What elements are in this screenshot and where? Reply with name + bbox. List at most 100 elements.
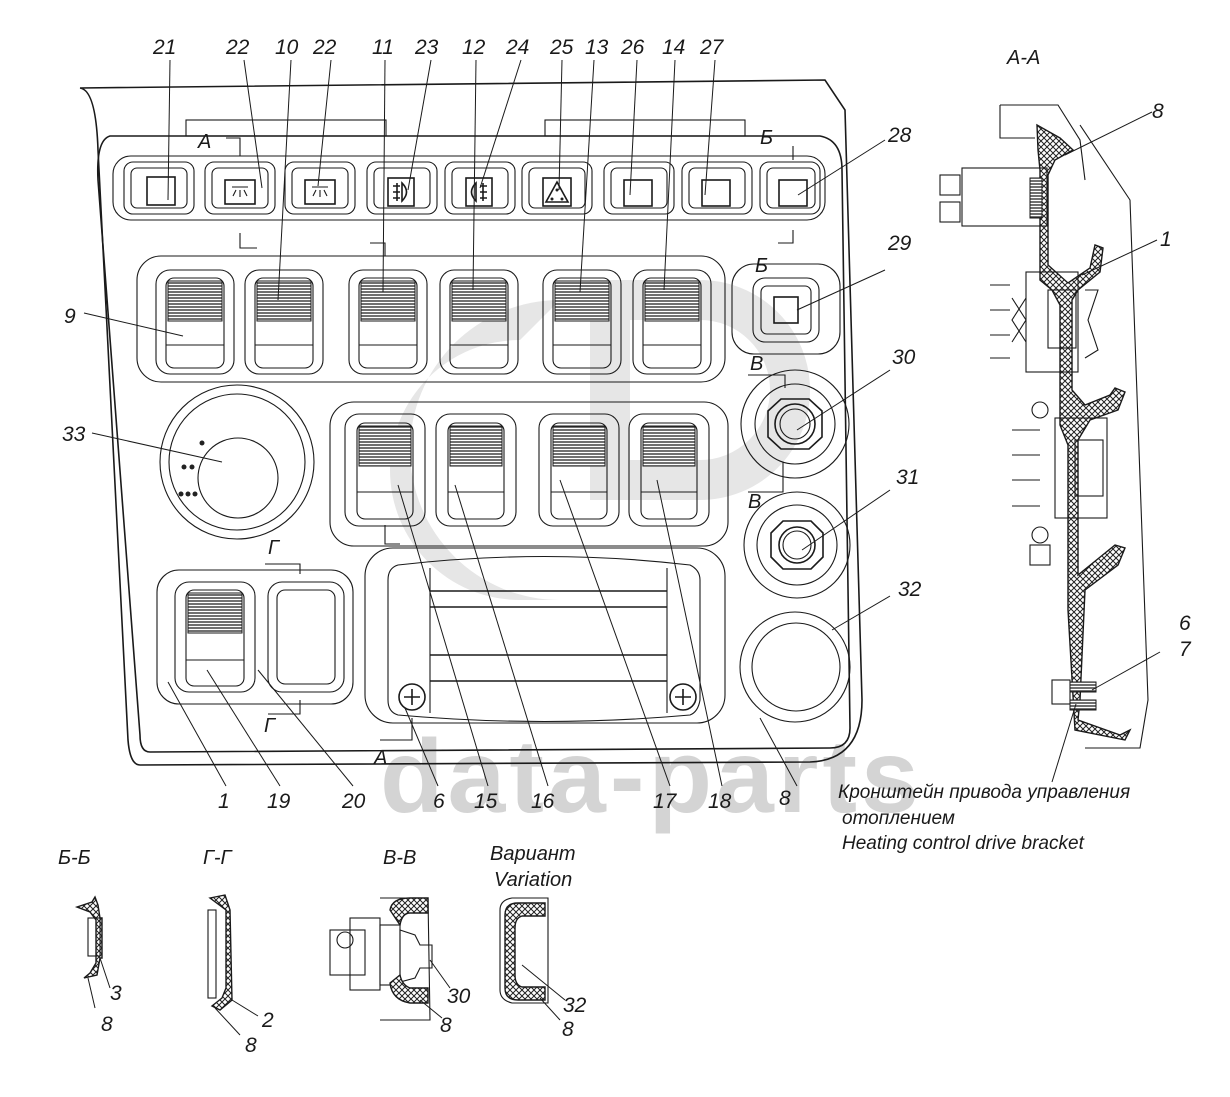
rocker-switch-16[interactable]	[435, 413, 517, 527]
callout-13: 13	[585, 36, 609, 59]
callout-23: 23	[414, 36, 439, 59]
section-g-g: Г-Г 2 8	[203, 847, 274, 1057]
callout-26: 26	[620, 36, 645, 59]
connector-30[interactable]	[740, 369, 850, 479]
callout-6: 6	[433, 790, 445, 813]
callout-25: 25	[549, 36, 574, 59]
callout-32: 32	[898, 578, 922, 601]
callout-gg-2: 2	[261, 1009, 274, 1032]
interior-lamp-icon	[312, 186, 328, 197]
callout-27: 27	[699, 36, 725, 59]
button-23[interactable]	[366, 161, 438, 215]
callout-33: 33	[62, 423, 86, 446]
button-24[interactable]	[444, 161, 516, 215]
leader-lines	[83, 59, 891, 787]
section-g-g-title: Г-Г	[203, 847, 234, 869]
callout-bb-3: 3	[110, 982, 122, 1005]
rocker-switch-9[interactable]	[155, 269, 235, 375]
gg-window	[207, 909, 217, 999]
rocker-switch-14[interactable]	[632, 269, 712, 375]
panel-outer-housing	[79, 79, 863, 766]
rocker-switch-body-2	[1012, 401, 1108, 566]
bracket-caption-en: Heating control drive bracket	[842, 833, 1085, 854]
callout-15: 15	[474, 790, 498, 813]
button-25[interactable]	[521, 161, 593, 215]
section-mark-v-bottom: В	[748, 491, 761, 513]
button-22a[interactable]	[204, 161, 276, 215]
blank-square-icon	[146, 176, 176, 206]
callout-aa-1: 1	[1160, 228, 1172, 251]
section-mark-g-top: Г	[268, 537, 281, 559]
callout-bb-8: 8	[101, 1013, 113, 1036]
front-fog-light-icon	[393, 181, 408, 203]
variation-title-en: Variation	[494, 869, 572, 891]
hazard-triangle-icon	[544, 180, 570, 203]
rocker-switch-10[interactable]	[244, 269, 324, 375]
rocker-switch-12[interactable]	[439, 269, 519, 375]
mounting-tab-left	[185, 119, 387, 137]
rocker-switch-17[interactable]	[538, 413, 620, 527]
rocker-row-1	[155, 269, 712, 375]
callout-14: 14	[662, 36, 685, 59]
callout-var-32: 32	[563, 994, 587, 1017]
mounting-tab-right	[544, 119, 746, 137]
button-26[interactable]	[603, 161, 675, 215]
section-mark-b-top: Б	[760, 127, 773, 149]
section-markers: А Б Б В В Г Г А	[197, 127, 794, 769]
blank-square-icon	[778, 179, 808, 207]
switch-20-blank[interactable]	[267, 581, 345, 693]
callout-29: 29	[887, 232, 912, 255]
rocker-row-2-frame	[329, 401, 729, 547]
rocker-switch-19[interactable]	[174, 581, 256, 693]
blank-square-icon	[701, 179, 731, 207]
callout-aa-8: 8	[1152, 100, 1164, 123]
callouts-left: 9 33	[62, 305, 86, 446]
rocker-switch-15[interactable]	[344, 413, 426, 527]
section-mark-v-top: В	[750, 353, 763, 375]
callout-22b: 22	[312, 36, 337, 59]
callout-20: 20	[341, 790, 366, 813]
rocker-switch-11[interactable]	[348, 269, 428, 375]
callouts-top: 21 22 10 22 11 23 12 24 25 13 26 14 27	[152, 36, 725, 59]
top-button-strip	[112, 155, 826, 221]
screw-6-left	[398, 683, 426, 711]
blanking-plug-32[interactable]	[739, 611, 851, 723]
button-28[interactable]	[759, 161, 821, 215]
callout-17: 17	[653, 790, 678, 813]
callout-9: 9	[64, 305, 76, 328]
bracket-caption-ru-2: отоплением	[842, 808, 955, 829]
rotary-knob-33[interactable]	[159, 384, 315, 540]
section-mark-a-bottom: А	[373, 747, 387, 769]
callout-24: 24	[505, 36, 529, 59]
section-variation: Вариант Variation 32 8	[490, 843, 587, 1041]
section-mark-b-mid: Б	[755, 255, 768, 277]
button-21[interactable]	[123, 161, 195, 215]
top-button-row	[123, 161, 821, 215]
callout-30: 30	[892, 346, 916, 369]
rocker-switch-13[interactable]	[542, 269, 622, 375]
connector-31[interactable]	[743, 491, 851, 599]
section-b-b: Б-Б 3 8	[58, 847, 122, 1036]
callout-22a: 22	[225, 36, 250, 59]
rocker-switch-body-1	[990, 271, 1099, 373]
section-mark-g-bottom: Г	[264, 715, 277, 737]
section-v-v-title: В-В	[383, 847, 416, 869]
watermark-logo-shape-b	[590, 280, 810, 500]
bb-window	[87, 917, 101, 957]
callout-aa-7: 7	[1179, 638, 1192, 661]
button-27[interactable]	[681, 161, 753, 215]
bracket-bolt	[1051, 679, 1097, 711]
callout-16: 16	[531, 790, 555, 813]
panel-inner-bezel	[96, 135, 851, 753]
blank-square-icon	[623, 179, 653, 207]
air-vent-grille	[364, 547, 726, 724]
callout-18: 18	[708, 790, 732, 813]
callout-aa-6: 6	[1179, 612, 1191, 635]
rocker-switch-18[interactable]	[628, 413, 710, 527]
section-b-b-title: Б-Б	[58, 847, 91, 869]
section-a-a-title: А-А	[1006, 47, 1040, 69]
rocker-row-1-frame	[136, 255, 726, 383]
section-mark-a-top: А	[197, 131, 211, 153]
callout-10: 10	[275, 36, 299, 59]
